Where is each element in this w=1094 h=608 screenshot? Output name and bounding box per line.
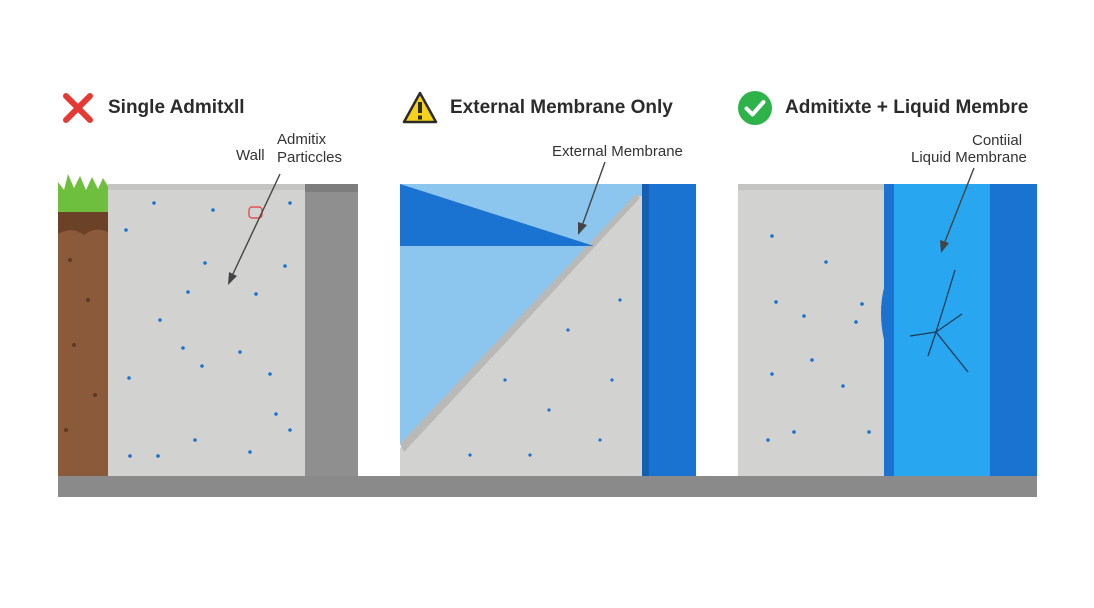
soil-layer bbox=[58, 208, 108, 476]
liquid-membrane-arrow bbox=[943, 167, 975, 245]
admitix-label-line2: Particcles bbox=[277, 149, 343, 166]
admixture-particles-3 bbox=[766, 234, 871, 442]
concrete-wall-3 bbox=[738, 184, 884, 476]
panel-3-cross-section bbox=[738, 167, 1037, 476]
wall-label: Wall bbox=[236, 147, 265, 164]
outer-membrane-layer bbox=[990, 184, 1037, 476]
panel-1-header: Single Admitxll bbox=[60, 88, 245, 128]
panel-2-title: External Membrane Only bbox=[450, 97, 673, 118]
cross-icon bbox=[63, 93, 93, 123]
crack-lines bbox=[909, 269, 969, 373]
external-membrane-layer bbox=[642, 184, 696, 476]
wedge-particles bbox=[468, 298, 622, 457]
liquid-membrane-label-line2: Liquid Membrane bbox=[911, 149, 1027, 166]
liquid-membrane-label-line1: Contiial bbox=[972, 132, 1023, 149]
panel-3-header: Admitixte + Liquid Membre bbox=[737, 88, 1028, 128]
panel-1-title: Single Admitxll bbox=[108, 97, 245, 118]
external-membrane-label: External Membrane bbox=[552, 143, 683, 160]
grass bbox=[58, 174, 108, 212]
panel-2-header: External Membrane Only bbox=[402, 88, 673, 128]
concrete-wedge bbox=[400, 196, 642, 476]
check-circle-icon bbox=[738, 91, 772, 125]
ground-base bbox=[58, 476, 1037, 497]
concrete-wall bbox=[108, 184, 305, 476]
panel-2-cross-section bbox=[400, 161, 696, 476]
warning-icon bbox=[402, 91, 438, 124]
liquid-membrane-layer bbox=[894, 184, 990, 476]
admixture-particles bbox=[124, 201, 292, 458]
panel-1-cross-section bbox=[58, 173, 358, 476]
membrane-arrow bbox=[581, 161, 606, 227]
particles-arrow bbox=[231, 173, 281, 277]
panel-3-title: Admitixte + Liquid Membre bbox=[785, 97, 1029, 118]
wall-inner-face bbox=[305, 184, 358, 476]
membrane-strip bbox=[400, 184, 594, 246]
admitix-label-line1: Admitix bbox=[277, 131, 327, 148]
water-region bbox=[400, 184, 642, 444]
membrane-edge bbox=[881, 184, 894, 476]
